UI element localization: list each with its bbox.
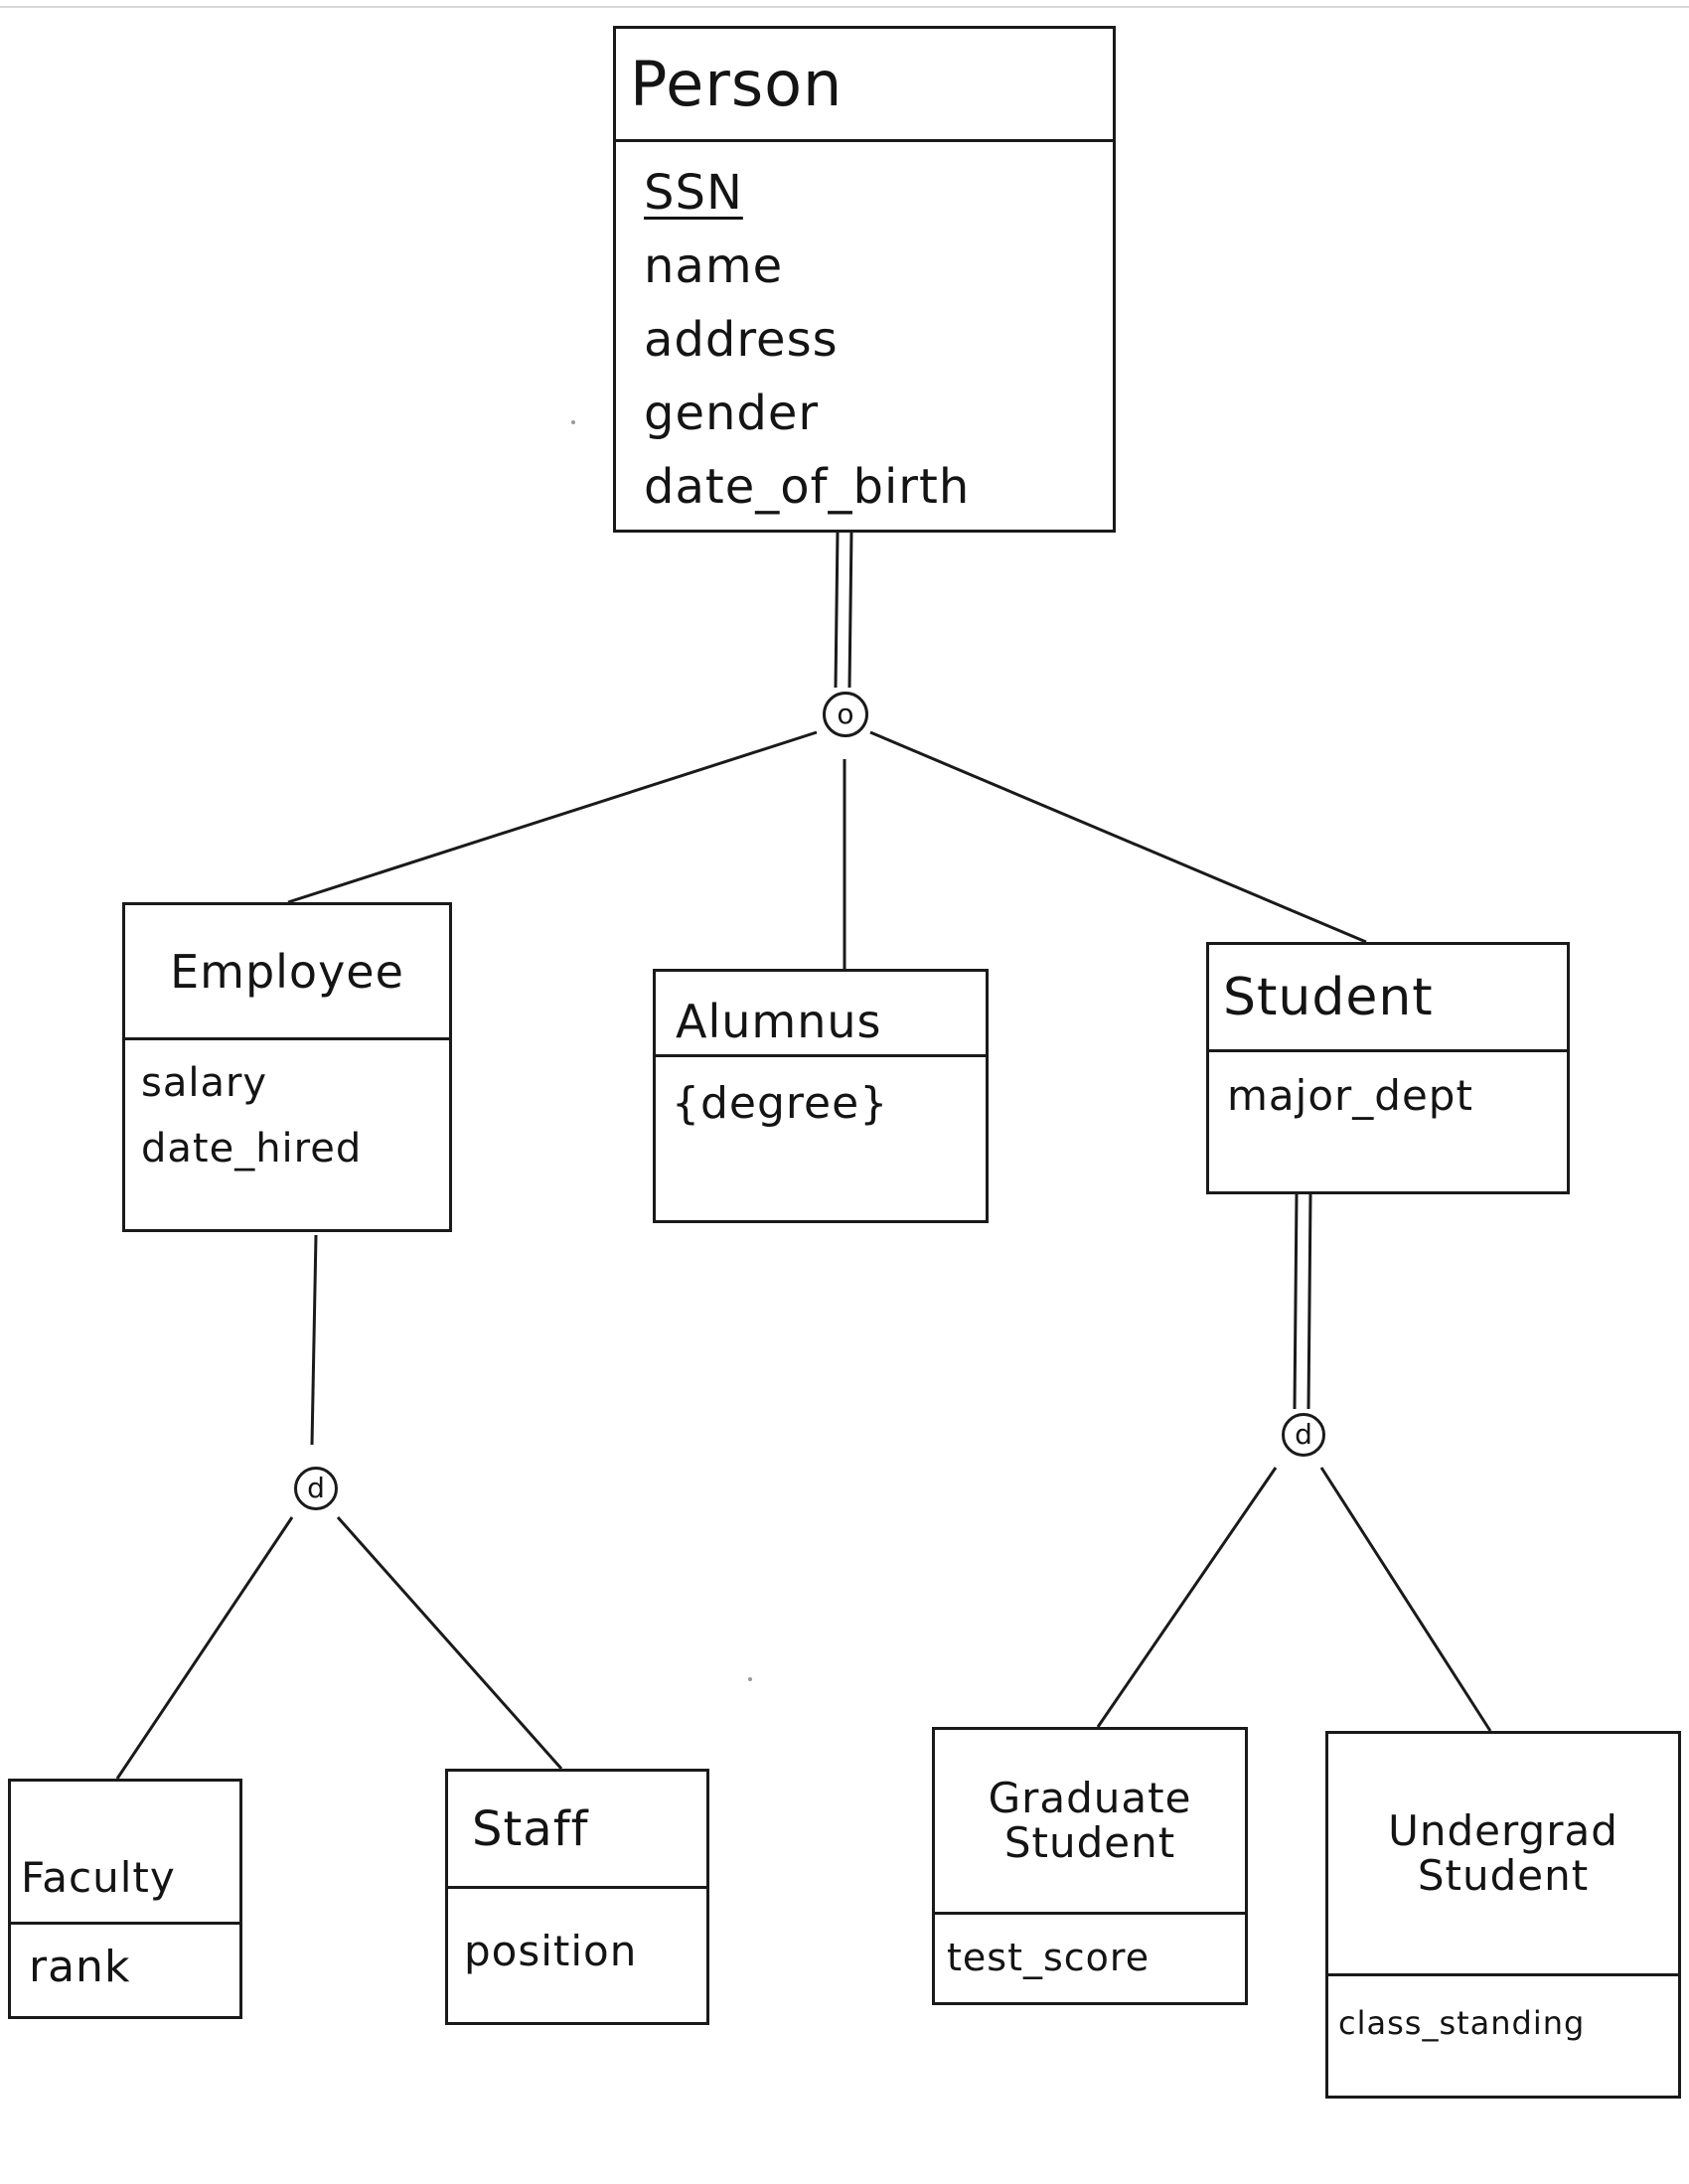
person-attribute-gender: gender [644,386,820,441]
entity-person-name: Person [630,48,844,120]
staff-attribute-position: position [464,1927,638,1975]
employee-attribute-salary: salary [141,1060,268,1106]
entity-undergrad-student-name-line2: Student [1417,1850,1590,1900]
scan-speck [571,420,575,424]
faculty-attribute-rank: rank [29,1942,131,1992]
person-attribute-date-of-birth: date_of_birth [644,459,971,515]
student-disjoint-to-graduate-line [1096,1467,1278,1728]
overlap-constraint-circle: o [823,692,868,737]
overlap-to-student-line [869,730,1367,944]
employee-disjoint-to-faculty-line [115,1516,294,1780]
entity-undergrad-student: Undergrad Student class_standing [1325,1731,1681,2099]
person-key-attribute: SSN [644,165,743,221]
student-disjoint-constraint-label: d [1295,1418,1312,1451]
employee-attribute-date-hired: date_hired [141,1126,363,1171]
entity-undergrad-student-attributes: class_standing [1328,1976,1678,2056]
entity-undergrad-student-header: Undergrad Student [1328,1734,1678,1976]
person-total-participation-line-right [847,531,853,689]
entity-alumnus-name: Alumnus [676,995,882,1048]
student-disjoint-constraint-circle: d [1282,1413,1325,1457]
person-attribute-address: address [644,312,839,368]
graduate-student-attribute-test-score: test_score [947,1936,1151,1979]
entity-staff: Staff position [445,1769,709,2025]
scan-speck [748,1677,752,1681]
entity-faculty-attributes: rank [11,1925,239,2000]
person-attribute-name: name [644,238,784,294]
scan-edge-line [0,6,1689,8]
entity-employee-attributes: salary date_hired [125,1040,449,1181]
entity-graduate-student-header: Graduate Student [935,1730,1245,1915]
entity-staff-header: Staff [448,1772,706,1889]
entity-graduate-student-attributes: test_score [935,1915,1245,1990]
person-total-participation-line-left [834,531,840,689]
employee-disjoint-constraint-circle: d [294,1467,338,1510]
employee-disjoint-constraint-label: d [307,1472,325,1504]
student-attribute-major-dept: major_dept [1227,1071,1473,1120]
entity-student: Student major_dept [1206,942,1570,1194]
entity-person: Person SSN name address gender date_of_b… [613,26,1116,533]
overlap-constraint-label: o [837,698,854,730]
entity-alumnus-header: Alumnus [656,972,986,1057]
entity-faculty: Faculty rank [8,1779,242,2019]
alumnus-attribute-degree: {degree} [672,1078,889,1129]
overlap-to-employee-line [287,730,818,904]
entity-student-name: Student [1223,967,1434,1027]
entity-staff-attributes: position [448,1889,706,1984]
entity-staff-name: Staff [472,1800,589,1857]
entity-undergrad-student-name-line1: Undergrad [1388,1806,1618,1856]
entity-alumnus-attributes: {degree} [656,1057,986,1137]
undergrad-student-attribute-class-standing: class_standing [1338,2004,1586,2042]
entity-faculty-name: Faculty [21,1853,176,1902]
entity-employee: Employee salary date_hired [122,902,452,1232]
entity-person-header: Person [616,29,1113,142]
student-total-participation-line-left [1293,1193,1299,1410]
student-disjoint-to-undergrad-line [1319,1467,1492,1732]
entity-faculty-header: Faculty [11,1782,239,1925]
student-total-participation-line-right [1306,1193,1312,1410]
employee-partial-participation-line [310,1234,318,1446]
entity-graduate-student-name-line2: Student [1003,1817,1176,1867]
entity-student-header: Student [1209,945,1567,1052]
entity-alumnus: Alumnus {degree} [653,969,989,1223]
entity-graduate-student-name-line1: Graduate [988,1774,1192,1823]
employee-disjoint-to-staff-line [336,1516,563,1770]
entity-employee-name: Employee [170,944,404,999]
entity-graduate-student: Graduate Student test_score [932,1727,1248,2005]
entity-person-attributes: SSN name address gender date_of_birth [616,142,1113,524]
entity-employee-header: Employee [125,905,449,1040]
entity-student-attributes: major_dept [1209,1052,1567,1128]
